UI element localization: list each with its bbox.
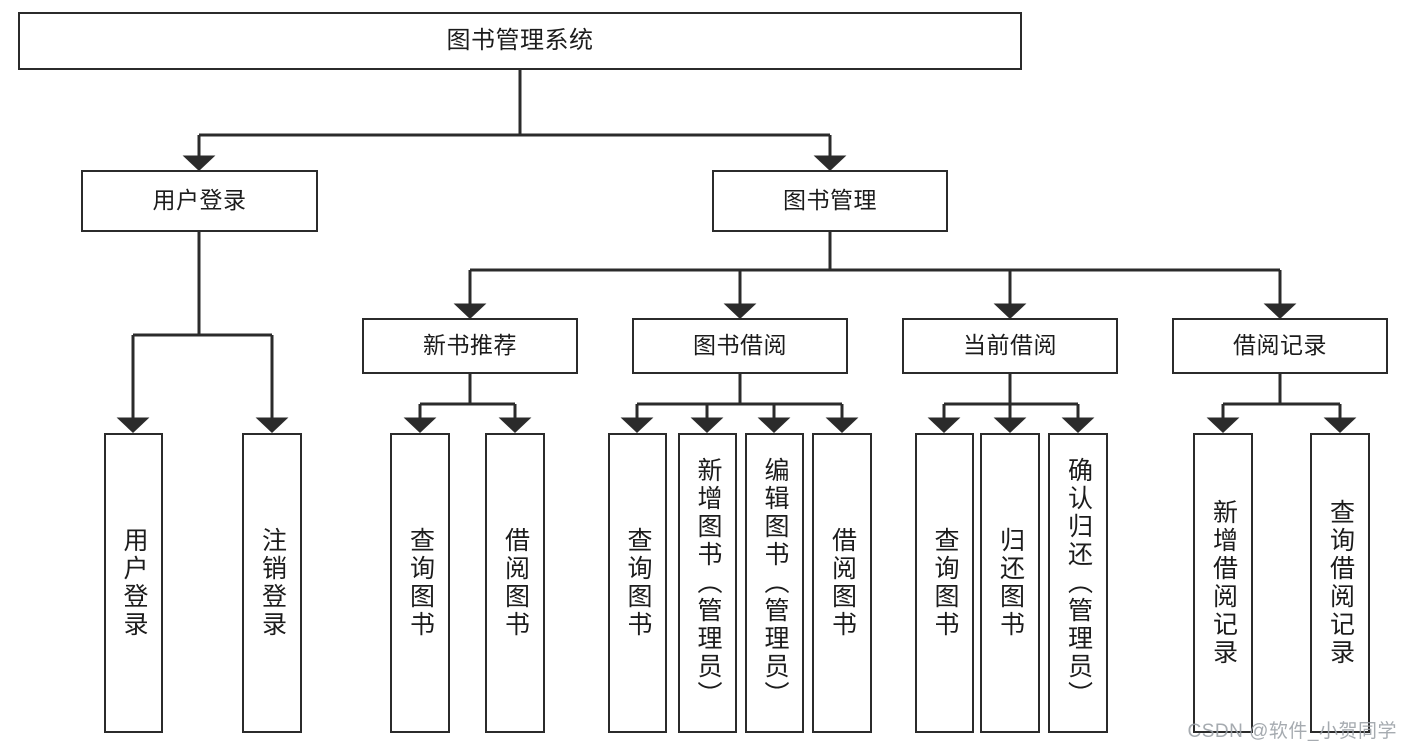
node-label: 图书管理 bbox=[783, 187, 877, 214]
node-new-book-recommendation[interactable]: 新书推荐 bbox=[362, 318, 578, 374]
node-current-borrowing[interactable]: 当前借阅 bbox=[902, 318, 1118, 374]
node-label: 查询图书 bbox=[931, 527, 959, 639]
leaf-query-books-new[interactable]: 查询图书 bbox=[390, 433, 450, 733]
node-label: 新增借阅记录 bbox=[1209, 499, 1238, 667]
node-label: 当前借阅 bbox=[963, 332, 1057, 359]
node-label: 用户登录 bbox=[120, 527, 148, 639]
node-label: 借阅记录 bbox=[1233, 332, 1327, 359]
node-book-borrowing[interactable]: 图书借阅 bbox=[632, 318, 848, 374]
node-borrowing-record[interactable]: 借阅记录 bbox=[1172, 318, 1388, 374]
leaf-edit-book-admin[interactable]: 编辑图书（管理员） bbox=[745, 433, 804, 733]
leaf-add-borrow-record[interactable]: 新增借阅记录 bbox=[1193, 433, 1253, 733]
node-label: 编辑图书（管理员） bbox=[761, 457, 789, 709]
node-label: 查询图书 bbox=[406, 527, 435, 639]
node-label: 新增图书（管理员） bbox=[694, 457, 722, 709]
leaf-return-books[interactable]: 归还图书 bbox=[980, 433, 1040, 733]
node-label: 借阅图书 bbox=[828, 527, 857, 639]
node-label: 确认归还（管理员） bbox=[1064, 457, 1093, 709]
leaf-add-book-admin[interactable]: 新增图书（管理员） bbox=[678, 433, 737, 733]
leaf-borrow-books[interactable]: 借阅图书 bbox=[812, 433, 872, 733]
node-label: 注销登录 bbox=[258, 527, 287, 639]
leaf-user-login[interactable]: 用户登录 bbox=[104, 433, 163, 733]
node-label: 图书管理系统 bbox=[446, 26, 594, 54]
node-book-management[interactable]: 图书管理 bbox=[712, 170, 948, 232]
node-label: 新书推荐 bbox=[423, 332, 517, 359]
node-label: 借阅图书 bbox=[501, 527, 530, 639]
node-root-book-management-system[interactable]: 图书管理系统 bbox=[18, 12, 1022, 70]
node-user-login[interactable]: 用户登录 bbox=[81, 170, 318, 232]
leaf-query-borrow-record[interactable]: 查询借阅记录 bbox=[1310, 433, 1370, 733]
node-label: 查询借阅记录 bbox=[1326, 499, 1355, 667]
watermark-text: CSDN @软件_小贺同学 bbox=[1187, 721, 1397, 742]
leaf-logout[interactable]: 注销登录 bbox=[242, 433, 302, 733]
node-label: 查询图书 bbox=[624, 527, 652, 639]
node-label: 归还图书 bbox=[996, 527, 1025, 639]
leaf-query-books-borrow[interactable]: 查询图书 bbox=[608, 433, 667, 733]
node-label: 用户登录 bbox=[152, 187, 247, 214]
node-label: 图书借阅 bbox=[693, 332, 787, 359]
leaf-query-books-current[interactable]: 查询图书 bbox=[915, 433, 974, 733]
leaf-confirm-return-admin[interactable]: 确认归还（管理员） bbox=[1048, 433, 1108, 733]
leaf-borrow-books-new[interactable]: 借阅图书 bbox=[485, 433, 545, 733]
